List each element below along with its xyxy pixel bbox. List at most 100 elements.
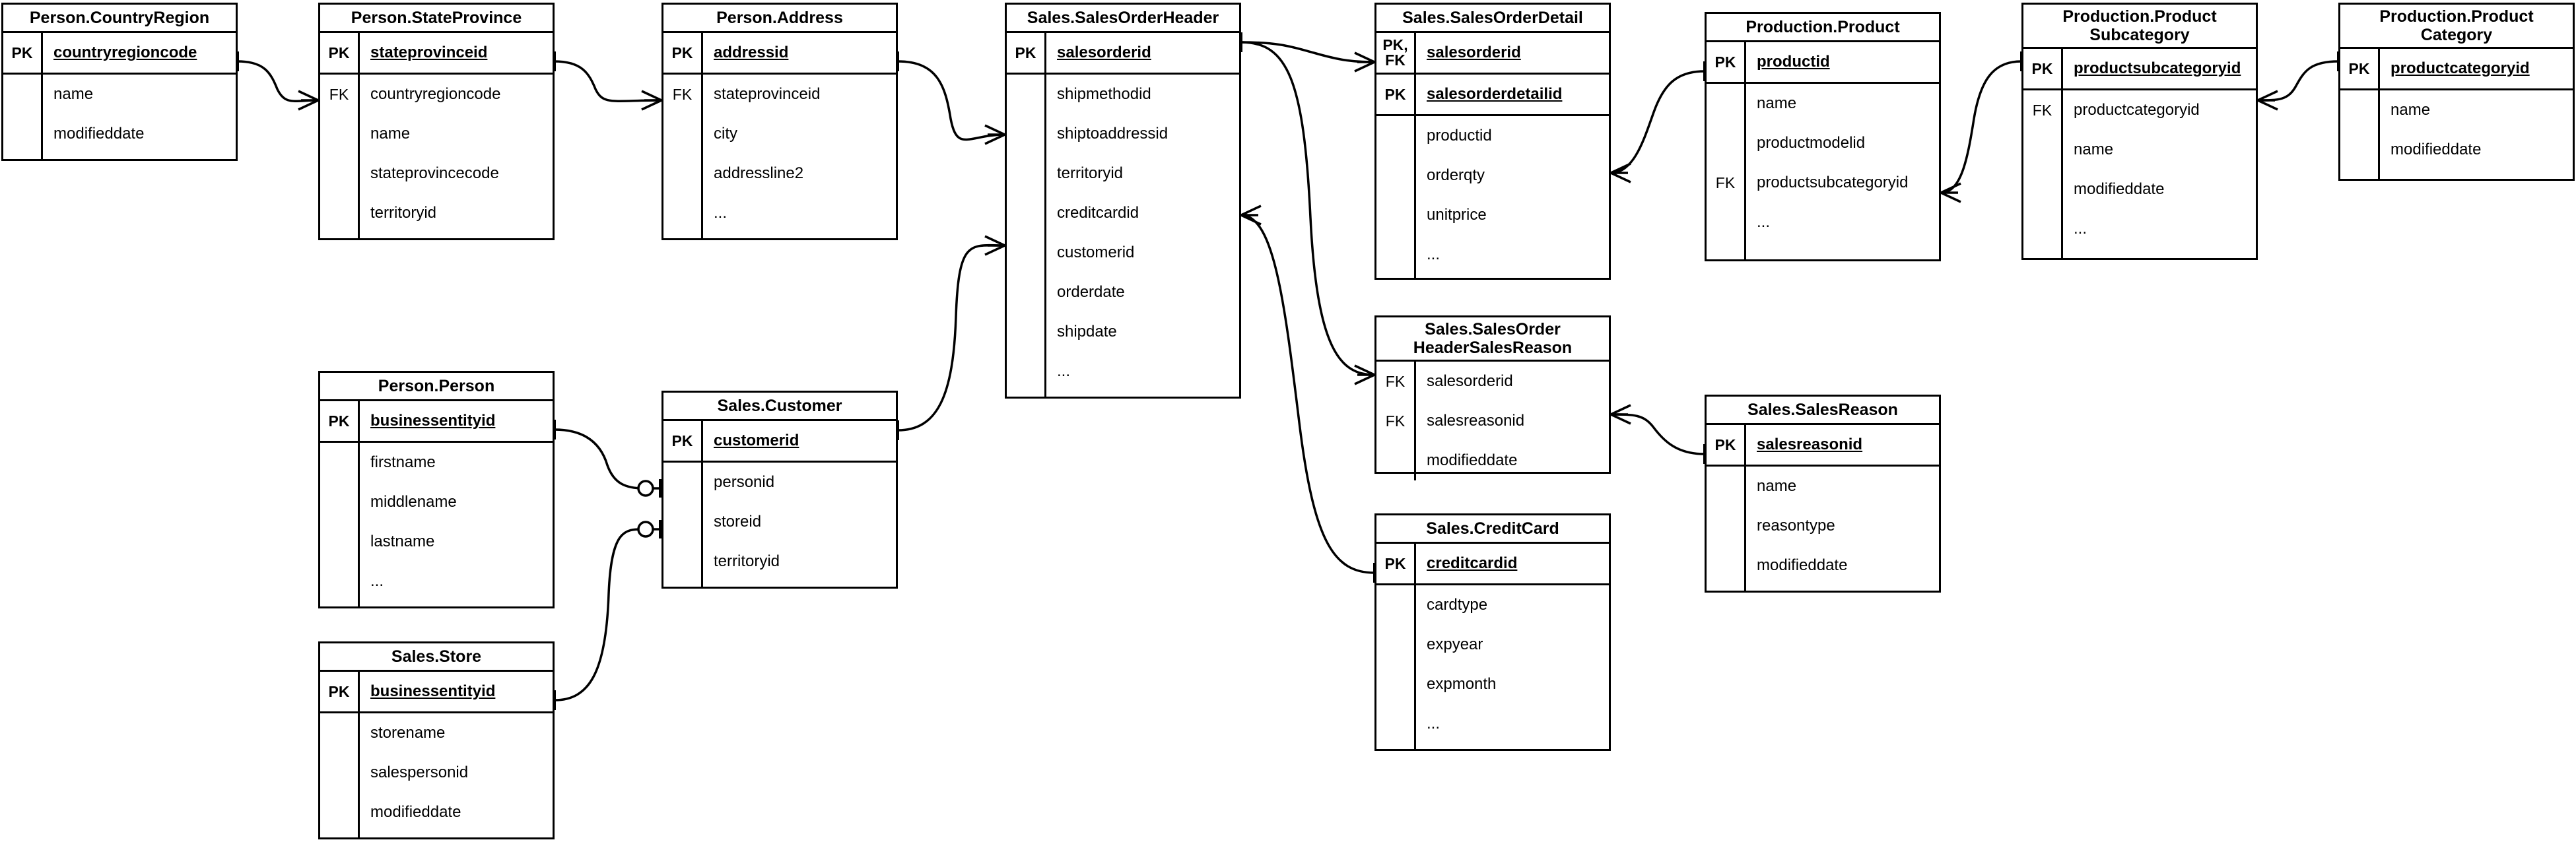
field-name[interactable]: storeid	[714, 513, 762, 531]
rel-store-customer	[553, 520, 661, 710]
attribute-block: cardtype expyear expmonth ...	[1376, 585, 1609, 749]
field-name[interactable]: modifieddate	[2074, 180, 2165, 198]
entity-sales-customer[interactable]: Sales.Customer PK customerid personid st…	[661, 391, 898, 589]
attribute-block: firstname middlename lastname ...	[320, 443, 553, 606]
field-name[interactable]: unitprice	[1427, 206, 1487, 224]
field-name[interactable]: territoryid	[1057, 164, 1124, 182]
field-name[interactable]: expyear	[1427, 635, 1483, 653]
rel-salesorderheader-soh-salesreason	[1240, 41, 1375, 385]
field-name[interactable]: expmonth	[1427, 675, 1497, 693]
field-name[interactable]: orderqty	[1427, 166, 1485, 184]
field-name[interactable]: stateprovinceid	[714, 85, 821, 103]
field-name[interactable]: reasontype	[1757, 517, 1835, 535]
field-name[interactable]: modifieddate	[53, 125, 145, 143]
field-name[interactable]: stateprovinceid	[370, 44, 488, 61]
field-name[interactable]: creditcardid	[1427, 554, 1518, 572]
field-name[interactable]: salesreasonid	[1427, 412, 1525, 430]
field-name[interactable]: name	[1757, 94, 1797, 112]
attribute-fields: countryregioncode name stateprovincecode…	[360, 75, 553, 238]
primary-key-block: PK stateprovinceid	[320, 33, 553, 75]
field-name[interactable]: productid	[1757, 53, 1830, 71]
field-name[interactable]: creditcardid	[1057, 204, 1139, 222]
fk-marker: FK	[1385, 372, 1406, 390]
rel-customer-salesorderheader	[897, 235, 1005, 440]
field-name[interactable]: businessentityid	[370, 682, 496, 700]
field-name[interactable]: productsubcategoryid	[2074, 59, 2241, 77]
entity-title-line: Sales.Store	[391, 647, 482, 666]
field-name[interactable]: salesorderid	[1057, 44, 1151, 61]
field-name[interactable]: salesorderid	[1427, 44, 1521, 61]
fk-marker: FK	[1715, 174, 1736, 191]
attribute-block: FK countryregioncode name stateprovincec…	[320, 75, 553, 238]
entity-person-countryregion[interactable]: Person.CountryRegion PK countryregioncod…	[1, 3, 238, 161]
field-name[interactable]: lastname	[370, 533, 435, 550]
entity-production-product[interactable]: Production.Product PK productid FK name …	[1705, 12, 1941, 261]
field-name[interactable]: storename	[370, 724, 446, 742]
field-name[interactable]: productmodelid	[1757, 134, 1866, 152]
field-name[interactable]: name	[2390, 101, 2431, 119]
field-name[interactable]: name	[1757, 477, 1797, 495]
entity-title: Person.StateProvince	[320, 5, 553, 33]
field-name[interactable]: productcategoryid	[2074, 101, 2200, 119]
field-name[interactable]: businessentityid	[370, 412, 496, 430]
field-name[interactable]: shipdate	[1057, 323, 1117, 341]
entity-person-address[interactable]: Person.Address PK addressid FK stateprov…	[661, 3, 898, 240]
field-name[interactable]: modifieddate	[1757, 556, 1848, 574]
entity-production-productcategory[interactable]: Production.Product Category PK productca…	[2338, 3, 2575, 181]
primary-key-block: PK salesorderid	[1007, 33, 1239, 75]
field-name[interactable]: productsubcategoryid	[1757, 174, 1909, 191]
field-name[interactable]: shiptoaddressid	[1057, 125, 1169, 143]
field-name[interactable]: name	[2074, 141, 2114, 158]
key-gutter: PK	[663, 421, 703, 461]
field-name[interactable]: personid	[714, 473, 775, 491]
entity-sales-store[interactable]: Sales.Store PK businessentityid storenam…	[318, 641, 555, 839]
field-name[interactable]: middlename	[370, 493, 457, 511]
field-name[interactable]: firstname	[370, 453, 436, 471]
field-name[interactable]: territoryid	[714, 552, 780, 570]
field-name[interactable]: territoryid	[370, 204, 437, 222]
entity-person-person[interactable]: Person.Person PK businessentityid firstn…	[318, 371, 555, 608]
field-name[interactable]: addressline2	[714, 164, 804, 182]
entity-sales-salesreason[interactable]: Sales.SalesReason PK salesreasonid name …	[1705, 395, 1941, 593]
entity-sales-creditcard[interactable]: Sales.CreditCard PK creditcardid cardtyp…	[1374, 513, 1611, 751]
key-gutter: PK	[1007, 33, 1046, 73]
entity-title-line: Person.Address	[716, 9, 843, 27]
entity-sales-salesorderheader[interactable]: Sales.SalesOrderHeader PK salesorderid s…	[1005, 3, 1241, 399]
entity-title-line: Sales.SalesOrder	[1425, 320, 1561, 339]
field-name[interactable]: addressid	[714, 44, 789, 61]
attribute-fields: name productmodelid productsubcategoryid…	[1746, 84, 1939, 259]
entity-production-productsubcategory[interactable]: Production.Product Subcategory PK produc…	[2021, 3, 2258, 260]
field-name[interactable]: city	[714, 125, 737, 143]
field-name[interactable]: modifieddate	[2390, 141, 2482, 158]
entity-title: Production.Product Subcategory	[2023, 5, 2256, 49]
attribute-fields: name modifieddate	[2380, 90, 2573, 179]
field-name[interactable]: modifieddate	[1427, 451, 1518, 469]
field-name[interactable]: shipmethodid	[1057, 85, 1151, 103]
entity-sales-salesorderdetail[interactable]: Sales.SalesOrderDetail PK, FK salesorder…	[1374, 3, 1611, 280]
field-name[interactable]: customerid	[714, 432, 799, 449]
entity-title: Person.CountryRegion	[3, 5, 236, 33]
field-name[interactable]: salesreasonid	[1757, 436, 1863, 453]
fk-marker: FK	[672, 85, 693, 103]
field-name[interactable]: countryregioncode	[370, 85, 501, 103]
field-name[interactable]: name	[53, 85, 94, 103]
field-name[interactable]: productcategoryid	[2390, 59, 2530, 77]
entity-person-stateprovince[interactable]: Person.StateProvince PK stateprovinceid …	[318, 3, 555, 240]
field-name[interactable]: orderdate	[1057, 283, 1125, 301]
field-ellipsis: ...	[2074, 220, 2087, 238]
field-name[interactable]: salesorderid	[1427, 372, 1513, 390]
field-name[interactable]: stateprovincecode	[370, 164, 499, 182]
field-name[interactable]: cardtype	[1427, 596, 1488, 614]
entity-sales-salesorderheadersalesreason[interactable]: Sales.SalesOrder HeaderSalesReason FK FK…	[1374, 315, 1611, 480]
field-name[interactable]: productid	[1427, 127, 1492, 145]
field-name[interactable]: salesorderdetailid	[1427, 85, 1563, 103]
entity-title: Sales.CreditCard	[1376, 515, 1609, 544]
field-name[interactable]: salespersonid	[370, 764, 469, 781]
field-name[interactable]: name	[370, 125, 411, 143]
key-fields: salesreasonid	[1746, 425, 1939, 465]
field-ellipsis: ...	[1757, 213, 1771, 231]
field-name[interactable]: customerid	[1057, 244, 1135, 261]
attribute-block: shipmethodid shiptoaddressid territoryid…	[1007, 75, 1239, 397]
field-name[interactable]: countryregioncode	[53, 44, 197, 61]
field-name[interactable]: modifieddate	[370, 803, 461, 821]
